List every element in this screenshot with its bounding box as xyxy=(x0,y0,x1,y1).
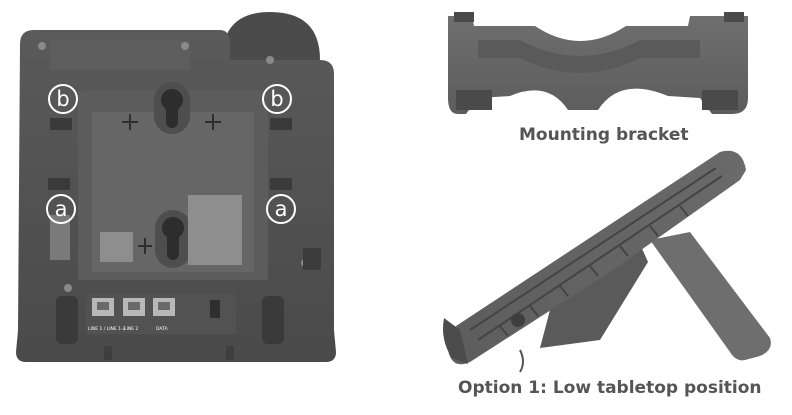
caption-tabletop-position: Option 1: Low tabletop position xyxy=(458,378,762,398)
phone-jack-icon xyxy=(153,298,175,316)
keyhole-slot-bottom-icon xyxy=(155,210,191,268)
phone-back-view: LINE 1 / LINE 1-2 LINE 2 DATA b b a a xyxy=(16,12,336,362)
tabletop-side-view xyxy=(443,150,771,373)
side-jack xyxy=(303,248,321,270)
port-label-line2: LINE 2 xyxy=(124,326,138,332)
bracket-foot xyxy=(702,90,738,110)
svg-text:a: a xyxy=(275,197,288,221)
power-jack xyxy=(210,300,220,318)
screw-icon xyxy=(266,56,274,64)
screw-icon xyxy=(64,284,72,292)
bottom-stub xyxy=(104,346,112,360)
svg-text:b: b xyxy=(56,87,69,111)
stand-leg xyxy=(650,232,771,361)
keyhole-slot-top-icon xyxy=(154,82,190,134)
caption-mounting-bracket: Mounting bracket xyxy=(519,125,689,145)
handset-edge xyxy=(443,318,468,364)
left-plaque xyxy=(50,215,70,260)
phone-jack-icon xyxy=(123,298,145,316)
panel-label-left xyxy=(100,232,133,262)
foot-right xyxy=(262,296,284,344)
bracket-tab-icon xyxy=(454,12,474,22)
cord-icon xyxy=(519,349,524,373)
marker-b-left: b xyxy=(48,84,78,114)
keypad-ridges xyxy=(469,167,723,341)
marker-a-left: a xyxy=(46,194,76,224)
phone-jack-icon xyxy=(92,298,114,316)
bottom-stub xyxy=(226,346,234,360)
svg-text:a: a xyxy=(55,197,68,221)
foot-left xyxy=(56,296,78,344)
marker-b-right: b xyxy=(262,84,292,114)
port-label-line12: LINE 1 / LINE 1-2 xyxy=(88,326,126,332)
port-label-data: DATA xyxy=(156,326,169,332)
label-plate xyxy=(50,40,190,70)
marker-a-right: a xyxy=(266,194,296,224)
bracket-slots xyxy=(48,118,292,190)
bracket-tab-icon xyxy=(724,12,744,22)
screw-icon xyxy=(181,42,189,50)
bracket-foot xyxy=(456,90,492,110)
mounting-bracket xyxy=(448,12,748,114)
screw-icon xyxy=(38,42,46,50)
svg-text:b: b xyxy=(270,87,283,111)
side-knob-icon xyxy=(511,313,525,327)
panel-label-right xyxy=(188,195,242,265)
